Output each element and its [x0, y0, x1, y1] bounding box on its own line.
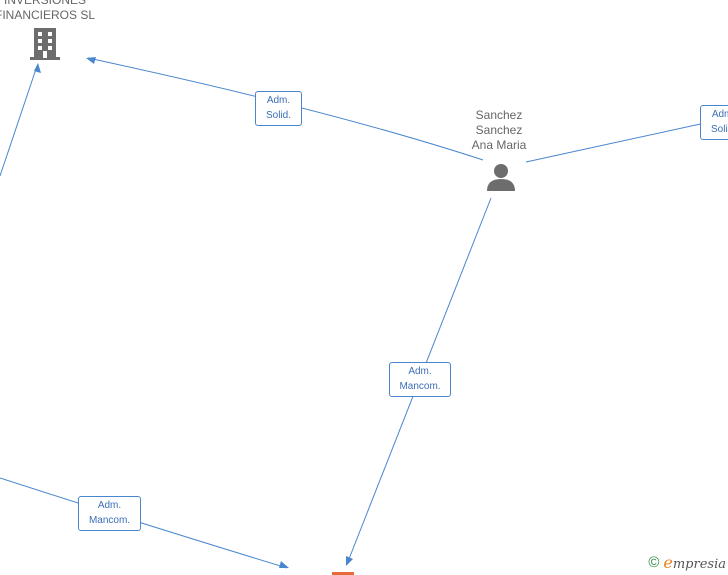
edge-arrowhead-company-left: [34, 63, 41, 73]
relation-label-top-left[interactable]: Adm. Solid.: [255, 91, 302, 126]
person-name-line3: Ana Maria: [471, 138, 527, 152]
relation-label-bottom-left[interactable]: Adm. Mancom.: [78, 496, 141, 531]
person-icon[interactable]: [486, 162, 516, 192]
edge-person-to-right: [525, 117, 728, 163]
copyright-icon: ©: [648, 554, 660, 571]
person-name-line1: Sanchez: [475, 108, 523, 122]
company-node-accent: [332, 572, 354, 575]
relation-label-center[interactable]: Adm. Mancom.: [389, 362, 451, 397]
relation-role: Adm.: [266, 95, 291, 106]
relation-type: Mancom.: [88, 515, 131, 526]
edge-arrowhead-company: [86, 57, 96, 64]
relation-type: Solid.: [265, 110, 291, 121]
edge-arrowhead-bottom-left: [279, 561, 289, 568]
relation-type: Solid.: [710, 124, 728, 135]
brand-logo-initial: e: [663, 553, 673, 572]
brand-watermark: © empresia: [648, 553, 726, 572]
company-name-line1: INVERSIONES: [3, 0, 87, 7]
brand-logo-text: mpresia: [672, 557, 726, 572]
person-name-line2: Sanchez: [475, 123, 523, 137]
relation-role: Adm.: [408, 366, 432, 377]
edge-left-to-company: [0, 65, 38, 177]
relation-label-top-right[interactable]: Adm. Solid.: [700, 105, 728, 140]
brand-logo: empresia: [663, 553, 726, 572]
relation-type: Mancom.: [399, 381, 441, 392]
edge-left-to-bottom: [0, 477, 288, 569]
person-label[interactable]: Sanchez Sanchez Ana Maria: [449, 108, 549, 153]
building-icon[interactable]: [30, 27, 62, 61]
company-name-line2: FINANCIEROS SL: [0, 8, 96, 22]
relation-role: Adm.: [97, 500, 122, 511]
company-label[interactable]: INVERSIONES FINANCIEROS SL: [0, 0, 100, 23]
relation-role: Adm.: [711, 109, 728, 120]
edge-person-to-company: [87, 57, 484, 161]
edge-arrowhead-bottom: [346, 556, 353, 566]
